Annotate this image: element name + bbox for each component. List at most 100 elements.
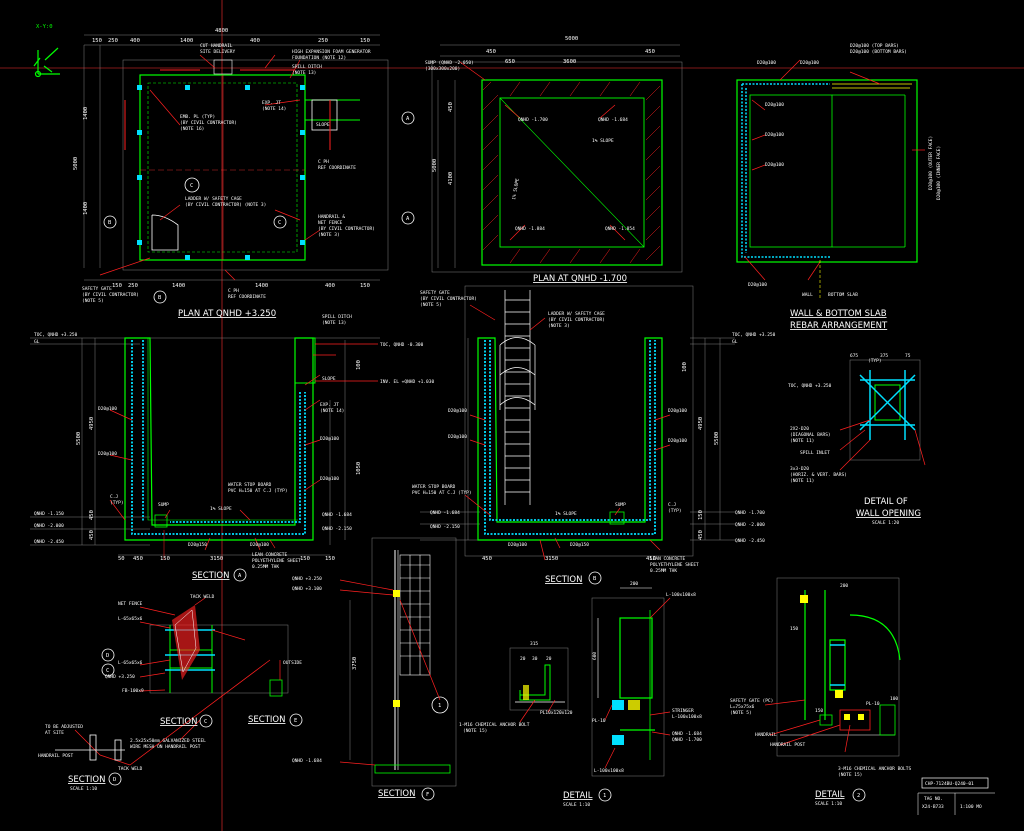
marker-f-title: F (426, 792, 429, 798)
note: 1% SLOPE (511, 178, 521, 201)
note: TOC, QNHD +3.250 (788, 383, 832, 389)
note: (NOTE 3) (318, 232, 340, 238)
note: SLOPE (316, 122, 330, 128)
dim: 50 (118, 556, 125, 562)
dim: 600 (592, 652, 598, 660)
note: 1% SLOPE (210, 506, 232, 512)
note: SAFETY GATE (PC) (730, 698, 773, 704)
note: C PH (228, 288, 239, 294)
title-block: CHP-7124BU-Q240-01 TAG NO. X24-B733 1:10… (917, 777, 995, 815)
note: D20@100 (320, 436, 339, 442)
dim: 150 (92, 38, 102, 44)
dim: 400 (130, 38, 140, 44)
section-marker-icon (103, 215, 117, 229)
level: INV. EL +QNHD +1.030 (380, 379, 434, 385)
note: (DIAGONAL BARS) (790, 432, 831, 438)
note: PL-10 (592, 718, 606, 724)
title-plan-bottom: PLAN AT QNHD -1.700 (533, 274, 627, 284)
note: L=75x75x6 (730, 704, 755, 710)
note: HANDRAIL POST (38, 753, 74, 759)
note: C.J (668, 502, 676, 508)
note: SPILL INLET (800, 450, 830, 456)
note: (NOTE 14) (320, 408, 344, 414)
note: QNHD -1.854 (605, 226, 635, 232)
marker-2-title: 2 (857, 793, 860, 799)
section-marker-icon (401, 211, 415, 225)
dim: 4100 (448, 172, 454, 185)
marker-a-right2: A (406, 216, 410, 222)
note: PVC H=150 AT C.J (TYP) (228, 488, 288, 494)
rebar-arrangement: D20@100 (TOP BARS) D20@100 (BOTTOM BARS)… (736, 43, 942, 300)
marker-c-top: C (190, 183, 193, 189)
note: STRINGER (672, 708, 694, 714)
level: TOC, QNHD +3.250 (732, 332, 776, 338)
level: QNHD -2.450 (735, 538, 765, 544)
dim: 375 (880, 353, 888, 359)
note: D20@100 (668, 438, 687, 444)
section-marker-icon (101, 648, 115, 662)
note: 1-M16 CHEMICAL ANCHOR BOLT (459, 722, 530, 728)
section-b: SAFETY GATE (BY CIVIL CONTRACTOR) (NOTE … (412, 285, 776, 574)
title-section-d: SECTION (68, 775, 105, 785)
note: (NOTE 14) (262, 106, 286, 112)
ucs-label: X-Y:0 (36, 24, 53, 30)
note: L-65x65x6 (118, 616, 143, 622)
marker-d-title: D (113, 777, 116, 783)
note: (BY CIVIL CONTRACTOR) (318, 226, 375, 232)
note: (NOTE 15) (463, 728, 487, 734)
marker-c-title: C (204, 719, 207, 725)
dim: 200 (630, 581, 638, 587)
note: HIGH EXPANSION FOAM GENERATOR (292, 49, 371, 55)
note: REF COORDINATE (318, 165, 356, 171)
dim: 4950 (698, 417, 704, 430)
dim: 450 (448, 102, 454, 112)
note: POLYETHYLENE SHEET (252, 558, 301, 564)
dim: 450 (133, 556, 143, 562)
note: QNHD -1.700 (518, 117, 548, 123)
section-marker-icon (289, 713, 303, 727)
note: CUT HANDRAIL (200, 43, 233, 49)
marker-a-title: A (238, 573, 242, 579)
tag-label: TAG NO. (924, 796, 943, 802)
dim: 150 (160, 556, 170, 562)
dim: 5000 (73, 157, 79, 170)
section-marker-icon (421, 787, 435, 801)
note: D20@100 (800, 60, 819, 66)
note: 3-M16 CHEMICAL ANCHOR BOLTS (838, 766, 911, 772)
note: LADDER W/ SAFETY CAGE (185, 196, 242, 202)
note: SUMP (158, 502, 169, 508)
note: D20@100 (320, 476, 339, 482)
level: TOC, QNHD +3.250 (34, 332, 78, 338)
note: (NOTE 15) (838, 772, 862, 778)
dim: 1400 (180, 38, 193, 44)
section-marker-icon (184, 177, 200, 193)
note: HANDRAIL (755, 732, 777, 738)
dim: 150 (112, 283, 122, 289)
note: 2X2-D20 (790, 426, 809, 432)
note: BOTTOM SLAB (828, 292, 858, 298)
plan-top: C A A B B C 150 250 400 1400 400 250 150… (73, 28, 415, 304)
title-section-c: SECTION (160, 717, 197, 727)
note: (NOTE 3) (548, 323, 570, 329)
plan-bottom: 5000 450 650 3600 450 450 4100 5000 SUMP… (425, 36, 683, 273)
dim: 150 (325, 556, 335, 562)
note: D20@100 (250, 542, 269, 548)
note: 0.25MM THK (650, 568, 677, 574)
dim: 400 (250, 38, 260, 44)
level: QNHD -1.150 (34, 511, 64, 517)
note: HANDRAIL POST (770, 742, 806, 748)
note: (NOTE 13) (292, 70, 316, 76)
dim: 150 (815, 708, 823, 714)
note: D20@100 (765, 162, 784, 168)
note: D20@100 (765, 102, 784, 108)
dim: 30 (532, 656, 538, 662)
note: QNHD -1.684 (672, 731, 702, 737)
detail-2: SAFETY GATE (PC) L=75x75x6 (NOTE 5) HAND… (730, 577, 911, 778)
drawing-number: CHP-7124BU-Q240-01 (925, 781, 974, 787)
note: D20@100 (668, 408, 687, 414)
level: QNHD +3.100 (292, 586, 322, 592)
dim: 100 (890, 696, 898, 702)
level: GL (732, 339, 738, 345)
note: (300x300x200) (425, 66, 460, 72)
dim: 100 (682, 362, 688, 372)
